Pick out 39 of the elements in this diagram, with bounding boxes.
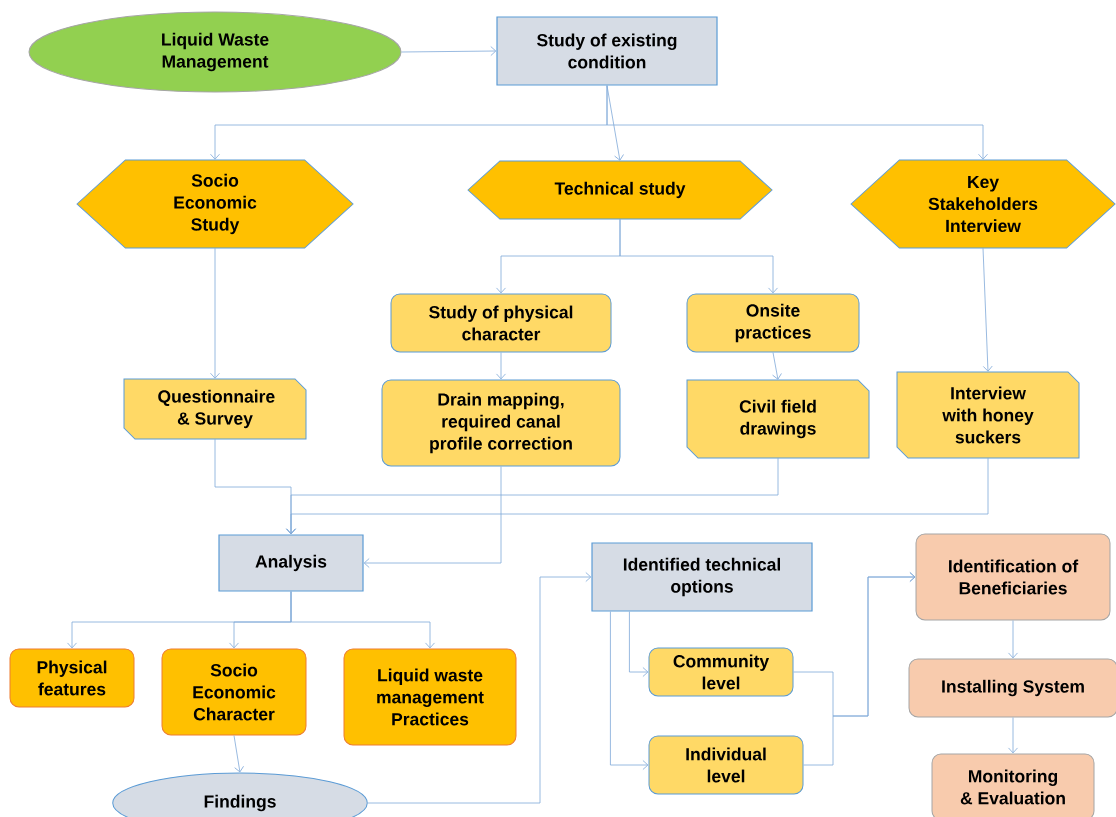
rounded-box: Liquid waste management Practices bbox=[343, 648, 517, 746]
rounded-box: Individual level bbox=[648, 735, 804, 795]
arrow bbox=[210, 247, 220, 379]
arrow bbox=[496, 352, 506, 380]
rounded-box: Drain mapping, required canal profile correction bbox=[381, 379, 621, 467]
arrow bbox=[363, 466, 502, 568]
arrow bbox=[610, 611, 649, 770]
hexagon-box: Key Stakeholders Interview bbox=[850, 159, 1116, 249]
document-box: Interview with honey suckers bbox=[896, 371, 1080, 459]
rounded-box: Installing System bbox=[908, 658, 1116, 718]
rounded-box: Study of physical character bbox=[390, 293, 612, 353]
rounded-box: Identification of Beneficiaries bbox=[915, 533, 1111, 621]
process-box: Analysis bbox=[218, 534, 364, 592]
rounded-box: Monitoring & Evaluation bbox=[931, 753, 1095, 817]
arrow bbox=[1008, 717, 1018, 754]
hexagon-box: Socio Economic Study bbox=[76, 159, 354, 249]
oval-node: Liquid Waste Management bbox=[28, 11, 402, 93]
rounded-box: Physical features bbox=[9, 648, 135, 708]
arrow bbox=[629, 611, 649, 677]
arrow bbox=[401, 46, 497, 56]
arrow bbox=[367, 572, 592, 804]
hexagon-box: Technical study bbox=[467, 160, 773, 220]
rounded-box: Community level bbox=[648, 647, 794, 697]
arrow bbox=[290, 591, 435, 649]
arrow bbox=[803, 572, 916, 766]
arrow bbox=[286, 457, 989, 535]
rounded-box: Onsite practices bbox=[686, 293, 860, 353]
document-box: Questionnaire & Survey bbox=[123, 378, 307, 440]
oval-node: Findings bbox=[112, 772, 368, 817]
arrow bbox=[619, 218, 778, 294]
arrow bbox=[772, 352, 782, 380]
arrow bbox=[606, 85, 988, 160]
process-box: Identified technical options bbox=[591, 542, 813, 612]
arrow bbox=[233, 735, 244, 773]
process-box: Study of existing condition bbox=[496, 16, 718, 86]
arrow bbox=[982, 247, 993, 372]
document-box: Civil field drawings bbox=[686, 379, 870, 459]
arrow bbox=[1008, 620, 1018, 659]
rounded-box: Socio Economic Character bbox=[161, 648, 307, 736]
